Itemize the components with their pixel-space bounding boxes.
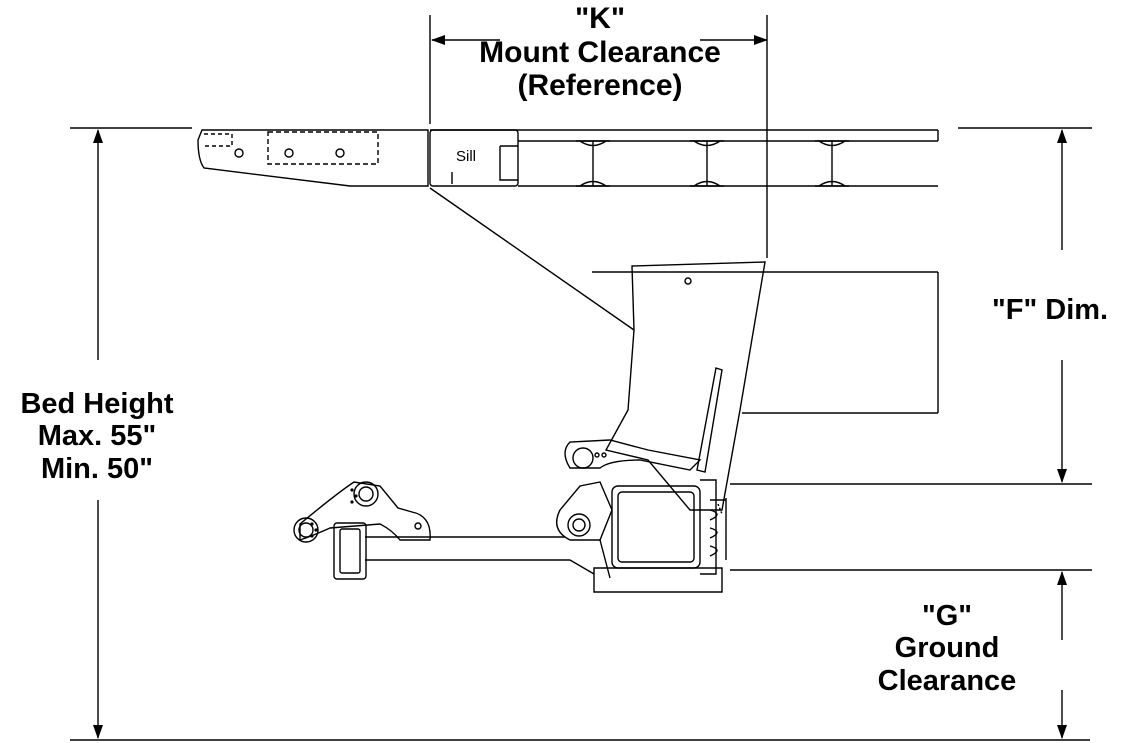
arm-end-block-inner [339,528,361,574]
hose-mark-1 [717,503,723,515]
bolt-dot-6 [310,534,314,538]
pivot-pin-upper [572,447,594,469]
g-title: "G" [921,600,973,632]
power-unit [611,485,701,569]
bolt-dot-3 [350,500,354,504]
k-reference: (Reference) [517,69,683,103]
roller-bolt [414,522,422,530]
bracket-hole [684,277,692,285]
platform-hole-2 [284,148,294,158]
platform-hole-3 [335,148,345,158]
bed-height-label: Bed Height Max. 55" Min. 50" [0,388,194,485]
bolt-dot-5 [314,528,318,532]
lower-arm-link [599,539,611,579]
bed-height-max: Max. 55" [37,420,157,453]
power-unit-frame [700,479,717,575]
roller-wheel-upper [353,481,379,507]
k-dimension-label: "K" Mount Clearance (Reference) [470,2,730,103]
pivot-dot-2 [601,452,607,458]
g-clearance: Clearance [877,664,1017,697]
sill-label: Sill [456,148,477,165]
folded-platform [197,129,429,187]
bolt-dot-1 [350,488,354,492]
pivot-pin-lower-inner [572,518,586,532]
crossmember-2 [690,140,724,187]
roller-wheel-upper-inner [358,486,374,502]
sill-channel [499,145,518,181]
power-unit-base [593,567,723,593]
arm-tube-link [569,559,595,575]
k-title: "K" [574,2,626,35]
bolt-dot-2 [354,494,358,498]
platform-hole-1 [234,148,244,158]
platform-tip [204,133,233,147]
arm-end-block [333,522,367,580]
mount-bracket [604,261,766,511]
bed-height-title: Bed Height [20,388,174,420]
bolt-dot-4 [310,522,314,526]
roller-wheel-lower [293,517,319,543]
hose-assembly [709,498,727,560]
hydraulic-rod [696,367,723,473]
platform-inner-panel [267,131,379,165]
pivot-arm [564,439,702,471]
power-unit-inner [617,491,695,563]
diagonal-brace [429,187,635,331]
sill [429,129,519,187]
crossmember-1 [576,140,610,187]
crossmember-3 [815,140,849,187]
k-mount-clearance: Mount Clearance [479,35,721,69]
f-dimension-label: "F" Dim. [992,294,1109,326]
bed-height-min: Min. 50" [40,452,154,485]
lower-arm [556,481,613,541]
roller-wheel-lower-inner [298,522,314,538]
g-dimension-label: "G" Ground Clearance [862,600,1032,697]
pivot-pin-lower [567,513,591,537]
roller-bracket [299,481,431,541]
g-ground: Ground [894,632,1000,665]
pivot-dot-1 [594,452,600,458]
